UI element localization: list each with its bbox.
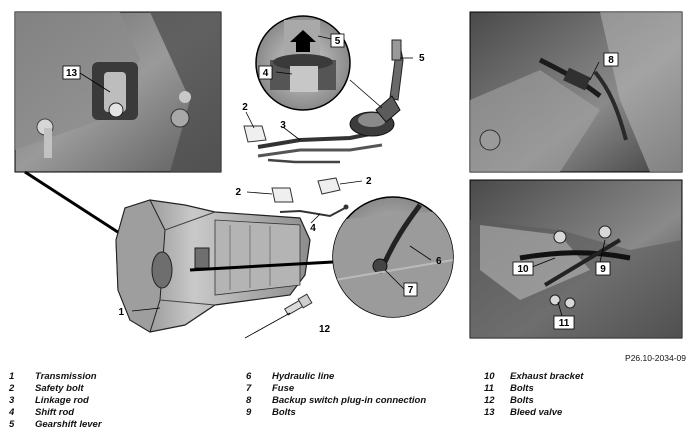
callout-10-text: 10 — [517, 264, 529, 275]
callout-2-left: 2 — [235, 187, 241, 198]
callout-11: 11 — [553, 315, 575, 330]
leader-line — [189, 260, 334, 272]
callout-4-inset-text: 4 — [263, 68, 269, 79]
photo-bleed-valve — [14, 11, 222, 173]
callout-7-text: 7 — [408, 285, 414, 296]
callout-8-text: 8 — [608, 55, 614, 66]
callout-12: 12 — [319, 324, 331, 335]
hydraulic-line-detail-circle — [332, 196, 454, 318]
photo-exhaust-bracket — [469, 179, 683, 339]
callout-9: 9 — [595, 261, 611, 276]
callout-labels: 13 1 2 2 2 3 4 5 5 4 6 7 8 9 1 — [62, 33, 619, 335]
safety-bolt — [243, 125, 341, 203]
callout-9-text: 9 — [600, 264, 606, 275]
photo-plug-connection — [469, 11, 683, 173]
callout-2-top: 2 — [242, 102, 248, 113]
shift-rod-detail-circle — [255, 15, 351, 111]
figure-id: P26.10-2034-09 — [625, 353, 686, 363]
callout-7: 7 — [403, 282, 418, 297]
callout-13: 13 — [62, 65, 81, 80]
callout-10: 10 — [512, 261, 534, 276]
callout-3: 3 — [280, 120, 286, 131]
callout-11-text: 11 — [559, 318, 570, 329]
callout-5-inset: 5 — [330, 33, 345, 48]
transmission-illustration — [115, 199, 311, 333]
callout-5-lever: 5 — [419, 53, 425, 64]
shift-rod — [279, 207, 346, 218]
callout-5-inset-text: 5 — [335, 36, 341, 47]
callout-4-inset: 4 — [258, 65, 273, 80]
callout-13-text: 13 — [66, 68, 78, 79]
callout-6: 6 — [436, 256, 442, 267]
gearshift-assembly — [257, 39, 404, 164]
callout-2-right: 2 — [366, 176, 372, 187]
callout-leaders — [79, 35, 606, 317]
callout-8: 8 — [603, 52, 619, 67]
bolt-12 — [284, 293, 313, 316]
callout-4-rod: 4 — [310, 223, 316, 234]
callout-1: 1 — [118, 307, 124, 318]
